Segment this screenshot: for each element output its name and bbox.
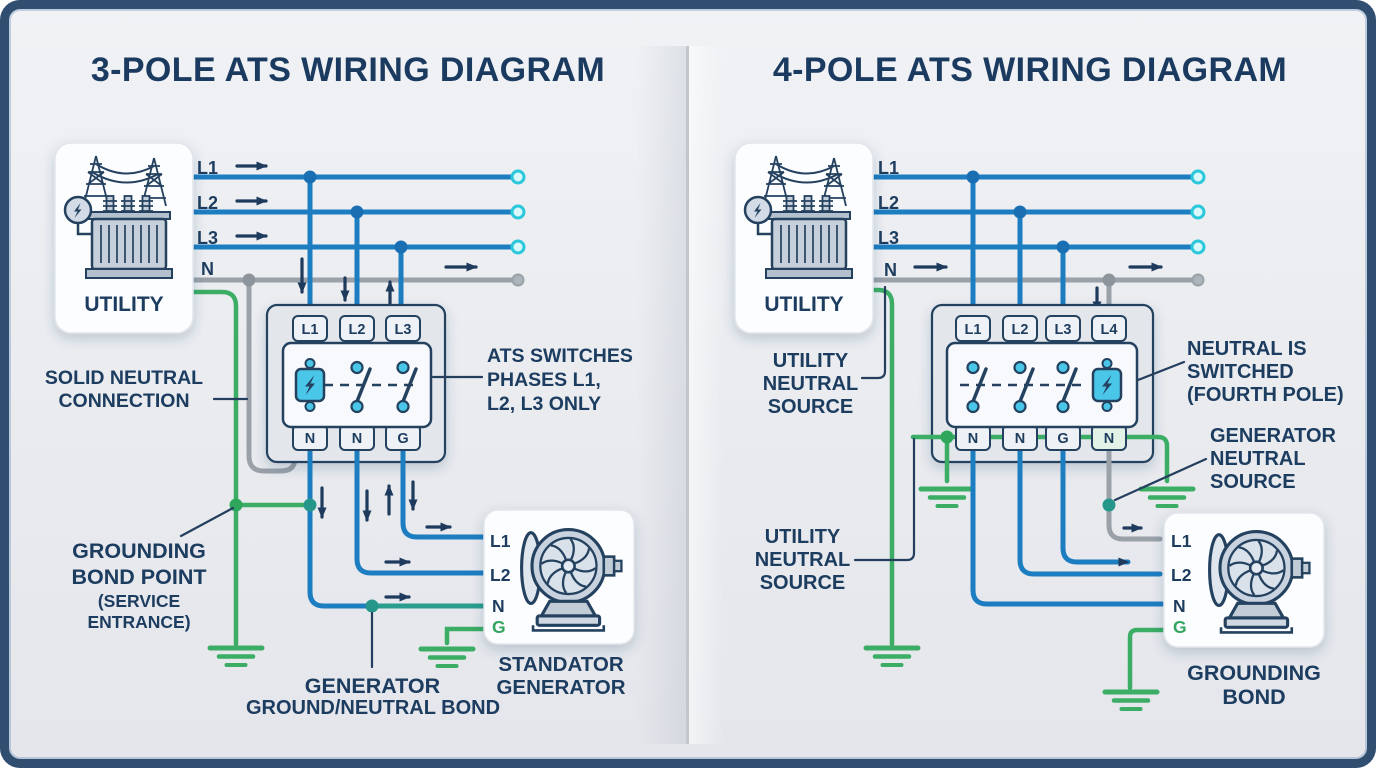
right-ats-ground-symbol-2 <box>1141 489 1193 506</box>
left-ats-terminal-l3: L3 <box>395 322 412 338</box>
right-generator-ground-symbol <box>1105 692 1157 709</box>
generator-neutral-source-label: GENERATOR NEUTRAL SOURCE <box>1210 425 1336 493</box>
left-l1-endpoint <box>510 169 526 185</box>
utility-neutral-source-label-2: UTILITY NEUTRAL SOURCE <box>754 526 851 594</box>
left-annotation-pointers <box>179 375 484 669</box>
left-generator-ground-symbol <box>421 649 473 666</box>
right-ats-terminal-n1: N <box>968 431 978 447</box>
grounding-bond-point-label: GROUNDING BOND POINT <box>71 539 207 589</box>
left-cards: L1 L2 N G <box>54 142 635 645</box>
right-l2-endpoint <box>1190 204 1206 220</box>
right-cards: L1 L2 N G <box>734 142 1325 648</box>
right-neutral-ground-dot <box>940 430 954 444</box>
left-load-arrows <box>317 480 452 602</box>
solid-neutral-connection-label: SOLID NEUTRAL CONNECTION <box>44 367 204 412</box>
panel-divider-shade-left <box>636 46 686 744</box>
right-utility-ground-wire <box>867 287 895 647</box>
left-load-wiring <box>179 375 489 669</box>
panel-divider <box>686 46 689 744</box>
left-gen-terminal-g: G <box>492 617 506 637</box>
right-l1-endpoint <box>1190 169 1206 185</box>
left-n-endpoint <box>511 273 525 287</box>
left-flow-arrows <box>235 161 478 307</box>
left-ats-detail: L1 L2 L3 N N G <box>281 315 433 451</box>
right-generator-neutral-dot <box>1102 498 1116 512</box>
right-gen-terminal-g: G <box>1173 617 1187 637</box>
left-gen-terminal-l1: L1 <box>490 531 511 551</box>
left-ats-terminal-g: G <box>397 431 408 447</box>
right-breaker-pole <box>1091 358 1123 412</box>
svg-text:L1: L1 <box>878 158 899 178</box>
left-utility-label: UTILITY <box>84 293 164 316</box>
generator-bond-sub-label: GROUND/NEUTRAL BOND <box>245 697 501 719</box>
svg-text:L1: L1 <box>197 158 218 178</box>
left-ats-terminal-l1: L1 <box>302 322 319 338</box>
right-annotation-pointers <box>853 285 1208 562</box>
left-panel-title: 3-POLE ATS WIRING DIAGRAM <box>90 51 606 89</box>
right-utility-ground-symbol <box>866 648 918 665</box>
right-green-neutral-bus <box>910 430 1193 507</box>
left-ats-terminal-l2: L2 <box>349 322 366 338</box>
right-load-wiring <box>853 285 1208 709</box>
left-breaker-lightning-icon <box>305 375 315 395</box>
svg-text:L2: L2 <box>878 193 899 213</box>
left-gen-terminal-l2: L2 <box>490 565 511 585</box>
right-ats-terminal-n2: N <box>1015 431 1025 447</box>
right-ats-terminal-l1: L1 <box>965 322 982 338</box>
left-ats-terminal-n1: N <box>305 431 315 447</box>
right-ats-terminal-l2: L2 <box>1012 322 1029 338</box>
svg-text:L3: L3 <box>197 228 218 248</box>
right-breaker-lightning-icon <box>1102 375 1112 395</box>
neutral-switched-label: NEUTRAL IS SWITCHED (FOURTH POLE) <box>1187 338 1344 406</box>
right-panel-title: 4-POLE ATS WIRING DIAGRAM <box>772 51 1288 89</box>
right-ats-terminal-g: G <box>1057 431 1068 447</box>
left-generator-name-label: STANDATOR GENERATOR <box>496 653 626 699</box>
service-entrance-label: (SERVICE ENTRANCE) <box>87 591 191 632</box>
right-gen-terminal-l2: L2 <box>1171 565 1192 585</box>
left-generator-ground-wire <box>444 626 489 646</box>
left-service-ground-symbol <box>210 648 262 665</box>
svg-text:L3: L3 <box>878 228 899 248</box>
left-breaker-pole <box>294 358 326 412</box>
right-ats-terminal-l3: L3 <box>1055 322 1072 338</box>
grounding-bond-label: GROUNDING BOND <box>1187 661 1321 709</box>
right-ats-terminal-n4: N <box>1104 431 1114 447</box>
ats-switches-phases-label: ATS SWITCHES PHASES L1, L2, L3 ONLY <box>487 345 633 415</box>
left-ats-terminal-n2: N <box>352 431 362 447</box>
right-gen-terminal-l1: L1 <box>1171 531 1192 551</box>
right-switched-neutral-to-generator-wire <box>1106 447 1163 542</box>
right-n-endpoint <box>1191 273 1205 287</box>
utility-neutral-source-label-1: UTILITY NEUTRAL SOURCE <box>762 350 859 418</box>
right-l3-endpoint <box>1190 239 1206 255</box>
left-l2-endpoint <box>510 204 526 220</box>
left-ground-bus-wire <box>187 289 239 647</box>
right-gen-terminal-n: N <box>1173 596 1186 616</box>
right-utility-label: UTILITY <box>764 293 844 316</box>
svg-text:N: N <box>201 259 214 279</box>
right-ats-detail: L1 L2 L3 L4 N N G N <box>945 315 1139 451</box>
left-generator-bond-dot <box>365 599 379 613</box>
right-generator-ground-wire <box>1127 627 1171 691</box>
svg-text:L2: L2 <box>197 193 218 213</box>
left-switch-poles <box>350 360 418 414</box>
left-gen-terminal-n: N <box>492 596 505 616</box>
right-bus-labels: L1 L2 L3 N <box>878 158 899 280</box>
panel-divider-shade-right <box>689 46 723 744</box>
left-l3-endpoint <box>510 239 526 255</box>
generator-bond-title-label: GENERATOR <box>304 674 441 698</box>
right-ats-terminal-l4: L4 <box>1101 322 1118 338</box>
right-ats-ground-symbol-1 <box>921 489 973 506</box>
svg-text:N: N <box>884 260 897 280</box>
right-switch-poles <box>966 360 1078 414</box>
left-solid-neutral-loop-wire <box>246 277 298 474</box>
left-bus-labels: L1 L2 L3 N <box>197 158 218 279</box>
